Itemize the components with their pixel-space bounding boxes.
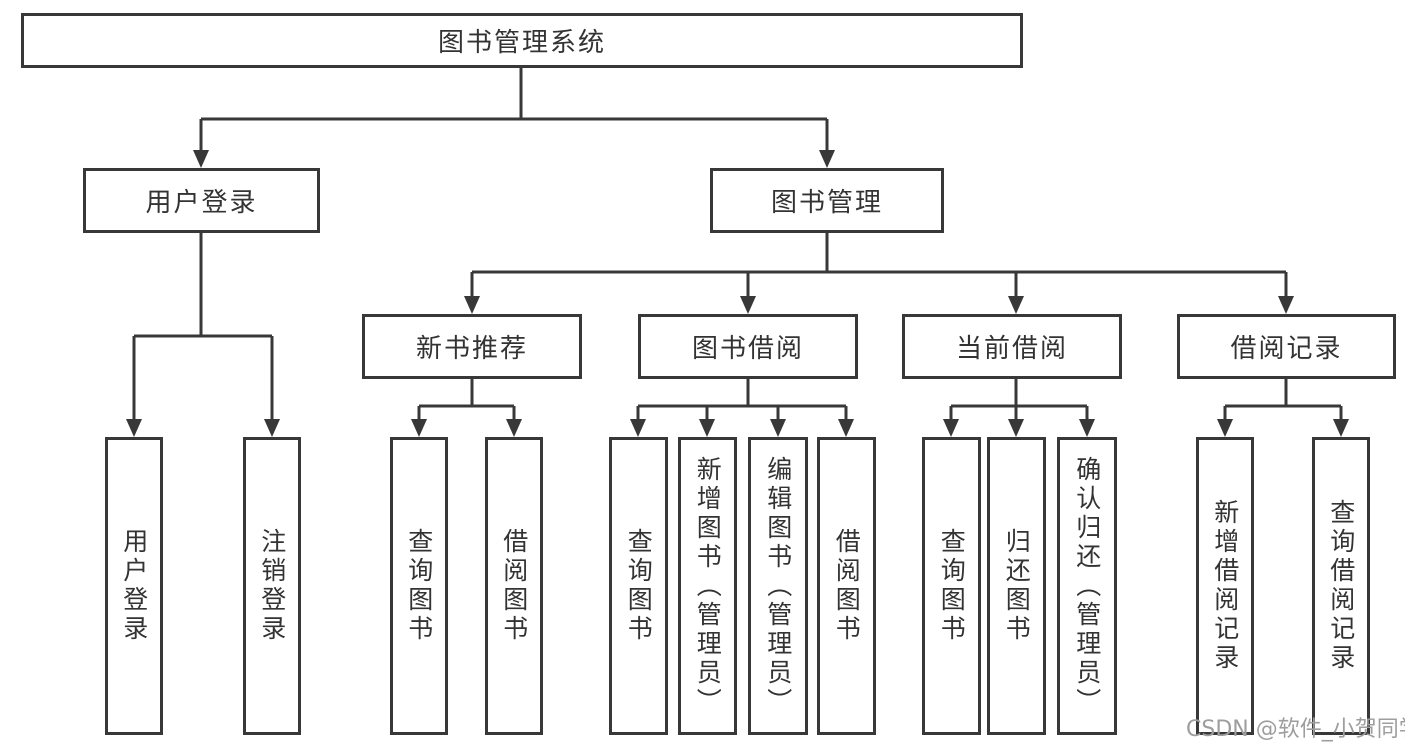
node-label: 图书管理系统 [437, 28, 606, 58]
node-label: 图书借阅 [691, 334, 804, 364]
node-label: 查询图书 [624, 528, 654, 644]
leaf-user-login: 用户登录 [105, 437, 163, 735]
node-label: 借阅记录 [1230, 334, 1343, 364]
node-label: 当前借阅 [955, 334, 1068, 364]
node-current-borrow: 当前借阅 [902, 314, 1122, 379]
leaf-return-books: 归还图书 [987, 437, 1046, 735]
leaf-borrow-books-1: 借阅图书 [485, 437, 543, 735]
leaf-query-borrow-record: 查询借阅记录 [1312, 437, 1370, 735]
node-label: 归还图书 [1002, 528, 1032, 644]
node-label: 新增借阅记录 [1210, 499, 1240, 673]
leaf-borrow-books-2: 借阅图书 [817, 437, 876, 735]
node-book-borrow: 图书借阅 [638, 314, 858, 379]
node-label: 用户登录 [119, 528, 149, 644]
node-label: 新书推荐 [415, 334, 528, 364]
node-label: 新增图书（管理员） [693, 455, 723, 717]
leaf-query-books-1: 查询图书 [390, 437, 448, 735]
node-label: 查询图书 [404, 528, 434, 644]
node-label: 查询图书 [937, 528, 967, 644]
node-new-book-recommend: 新书推荐 [362, 314, 582, 379]
node-label: 查询借阅记录 [1326, 499, 1356, 673]
leaf-logout: 注销登录 [243, 437, 301, 735]
node-label: 编辑图书（管理员） [763, 455, 793, 717]
node-label: 图书管理 [770, 188, 883, 218]
node-book-management: 图书管理 [710, 168, 944, 233]
watermark-text: CSDN @软件_小贺同学 [1186, 717, 1405, 742]
leaf-query-books-2: 查询图书 [609, 437, 668, 735]
node-label: 借阅图书 [832, 528, 862, 644]
leaf-add-books-admin: 新增图书（管理员） [678, 437, 737, 735]
node-library-system: 图书管理系统 [21, 13, 1023, 68]
leaf-confirm-return-admin: 确认归还（管理员） [1057, 437, 1117, 735]
node-label: 确认归还（管理员） [1072, 455, 1102, 717]
node-label: 注销登录 [257, 528, 287, 644]
leaf-edit-books-admin: 编辑图书（管理员） [748, 437, 808, 735]
node-user-login: 用户登录 [83, 168, 320, 233]
node-label: 借阅图书 [499, 528, 529, 644]
leaf-add-borrow-record: 新增借阅记录 [1196, 437, 1254, 735]
node-borrow-records: 借阅记录 [1177, 314, 1396, 379]
node-label: 用户登录 [145, 188, 258, 218]
leaf-query-books-3: 查询图书 [922, 437, 981, 735]
